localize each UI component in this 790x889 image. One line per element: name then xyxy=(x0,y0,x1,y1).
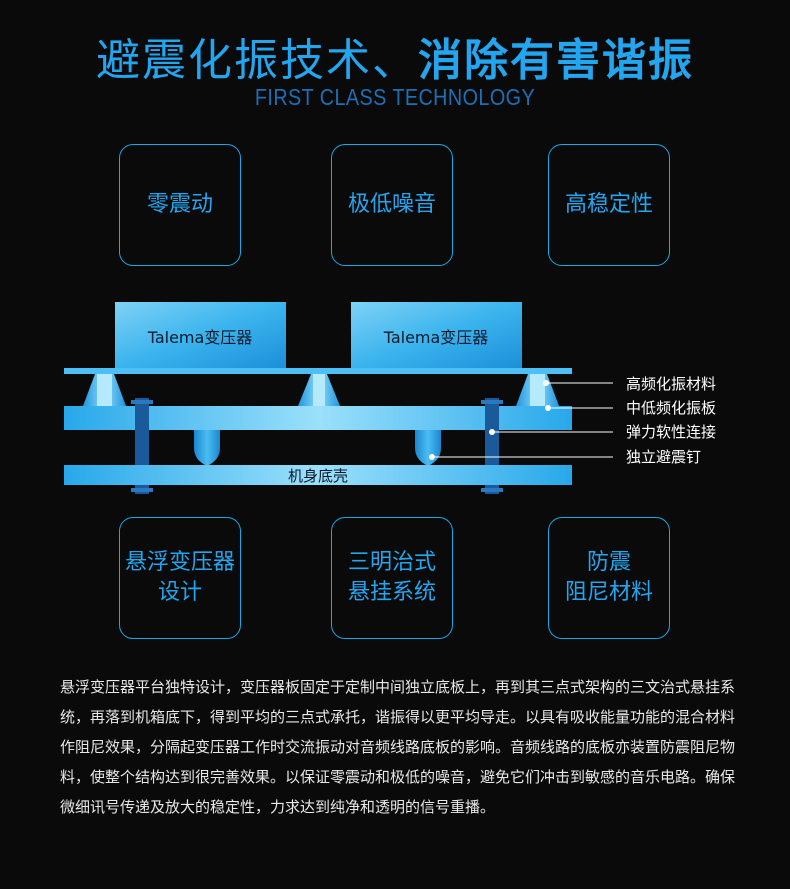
feature-box-zero-vibration: 零震动 xyxy=(119,144,241,266)
description-paragraph: 悬浮变压器平台独特设计，变压器板固定于定制中间独立底板上，再到其三点式架构的三文… xyxy=(60,678,736,816)
title-part1: 避震化振技术、 xyxy=(96,35,418,86)
transformer-left-label: Talema变压器 xyxy=(147,328,253,347)
callout-dots xyxy=(429,380,551,460)
feature-line2: 悬挂系统 xyxy=(347,580,436,605)
feature-box-high-stability: 高稳定性 xyxy=(548,144,670,266)
page-title: 避震化振技术、消除有害谐振 xyxy=(0,24,790,88)
feature-line2: 阻尼材料 xyxy=(564,580,653,605)
feature-line1: 悬浮变压器 xyxy=(124,550,235,575)
callout-mid-low-frequency-plate: 中低频化振板 xyxy=(626,399,716,417)
feature-box-sandwich-suspension: 三明治式 悬挂系统 xyxy=(331,517,453,639)
feature-label: 零震动 xyxy=(146,192,213,217)
feature-label: 高稳定性 xyxy=(564,192,653,217)
chassis-base xyxy=(64,465,572,485)
feature-line2: 设计 xyxy=(157,580,202,605)
title-part2: 消除有害谐振 xyxy=(418,35,694,86)
page-subtitle: FIRST CLASS TECHNOLOGY xyxy=(254,84,536,110)
transformer-left xyxy=(115,302,286,368)
transformer-right xyxy=(351,302,522,368)
transformer-right-label: Talema变压器 xyxy=(383,328,489,347)
shock-studs xyxy=(194,430,441,466)
callout-lines xyxy=(432,382,613,458)
feature-box-low-noise: 极低噪音 xyxy=(331,144,453,266)
feature-box-damping-material: 防震 阻尼材料 xyxy=(548,517,670,639)
feature-line1: 防震 xyxy=(586,550,631,575)
chassis-base-label: 机身底壳 xyxy=(288,467,348,485)
feature-label: 极低噪音 xyxy=(347,192,436,217)
feature-box-floating-transformer: 悬浮变压器 设计 xyxy=(119,517,241,639)
feature-line1: 三明治式 xyxy=(347,550,436,575)
callout-elastic-connection: 弹力软性连接 xyxy=(626,423,716,441)
transformer-board xyxy=(64,368,572,374)
callout-independent-studs: 独立避震钉 xyxy=(626,448,701,466)
callout-high-frequency-material: 高频化振材料 xyxy=(626,375,716,393)
